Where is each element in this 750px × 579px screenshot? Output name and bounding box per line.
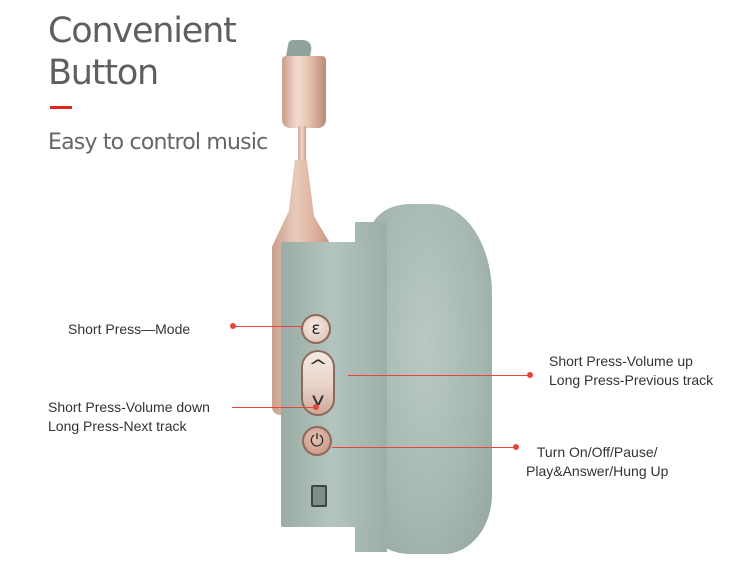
ear-cushion	[370, 204, 492, 554]
power-icon: ⏻	[310, 431, 324, 451]
callout-power-line2: Play&Answer/Hung Up	[526, 463, 669, 479]
callout-volume-down-line2: Long Press-Next track	[48, 418, 187, 434]
page-title: Convenient Button	[48, 10, 237, 94]
volume-up-icon[interactable]: ^	[308, 356, 328, 377]
title-line-2: Button	[48, 53, 159, 93]
usb-port-icon	[311, 485, 327, 507]
callout-mode: Short Press—Mode	[68, 321, 191, 337]
callout-power-line	[332, 447, 516, 448]
callout-power: Turn On/Off/Pause/ Play&Answer/Hung Up	[526, 443, 668, 481]
headband-sleeve	[282, 56, 326, 128]
title-accent-bar	[50, 106, 72, 109]
callout-power-dot	[513, 444, 519, 450]
mode-icon: ε	[311, 319, 321, 339]
callout-volume-up-line1: Short Press-Volume up	[549, 353, 693, 369]
callout-volume-down-dot	[313, 404, 319, 410]
callout-volume-up-line	[348, 375, 530, 376]
callout-volume-up-dot	[527, 372, 533, 378]
callout-volume-up-line2: Long Press-Previous track	[549, 372, 714, 388]
mode-button[interactable]: ε	[301, 314, 331, 344]
callout-volume-up: Short Press-Volume up Long Press-Previou…	[549, 352, 713, 390]
callout-volume-down-line1: Short Press-Volume down	[48, 399, 210, 415]
callout-volume-down-line	[232, 407, 316, 408]
callout-mode-line	[233, 326, 303, 327]
title-line-1: Convenient	[48, 11, 237, 51]
slider-neck	[298, 126, 306, 166]
callout-power-line1: Turn On/Off/Pause/	[536, 444, 658, 460]
power-button[interactable]: ⏻	[302, 426, 332, 456]
callout-volume-down: Short Press-Volume down Long Press-Next …	[48, 398, 210, 436]
subtitle: Easy to control music	[48, 130, 268, 155]
